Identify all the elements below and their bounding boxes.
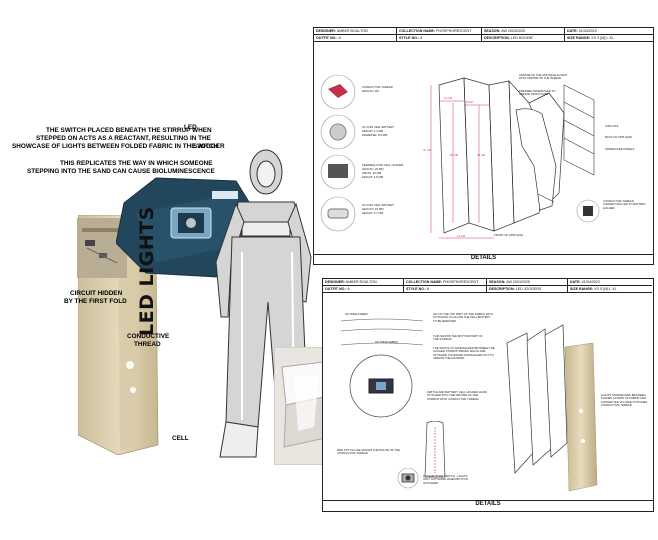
label-circuit-hidden: CIRCUIT HIDDEN xyxy=(70,290,123,297)
designer-label: DESIGNER: xyxy=(325,280,345,284)
dim-6: 11 CM xyxy=(457,234,466,238)
desc-label: DESCRIPTION: xyxy=(484,36,510,40)
back-applique-drawing xyxy=(563,84,595,176)
stirrup-foot-drawing xyxy=(424,421,446,478)
designer-value: AMBER BOULTON xyxy=(336,29,368,33)
desc-value: LED HOODIE xyxy=(510,36,533,40)
note-holder-w: WIDTH: 20 MM xyxy=(362,171,382,175)
sheet-header-row: DESIGNER: AMBER BOULTON COLLECTION NAME:… xyxy=(314,28,653,35)
collection-label: COLLECTION NAME: xyxy=(406,280,443,284)
season-value: AW 2024/2025 xyxy=(501,29,525,33)
date-label: DATE: xyxy=(567,29,578,33)
label-circuit-hidden-2: BY THE FIRST FOLD xyxy=(64,298,127,305)
designer-label: DESIGNER: xyxy=(316,29,336,33)
style-label: STYLE NO.: xyxy=(399,36,420,40)
outfit-value: 6 xyxy=(347,287,350,291)
note-push: PUSH BUTTON SWITCH - LIGHTS ONLY ACTIVAT… xyxy=(423,474,468,485)
note-battery2-l: LENGTH: 15 MM xyxy=(362,207,384,211)
label-switch: SWITCH xyxy=(193,143,219,150)
hoodie-sleeve-sketch xyxy=(515,108,557,211)
season-label: SEASON: xyxy=(489,280,506,284)
designer-value: AMBER BOULTON xyxy=(345,280,377,284)
label-cell: CELL xyxy=(172,435,189,442)
joggers-fabric-photo xyxy=(564,343,598,492)
dim-3: 8 CM xyxy=(466,100,473,104)
label-thread: THREAD xyxy=(134,341,161,348)
style-value: 6 xyxy=(427,287,430,291)
spec-sheet-joggers: DESIGNER: AMBER BOULTON COLLECTION NAME:… xyxy=(322,278,654,512)
note-holder-l: LENGTH: 25 MM xyxy=(362,167,384,171)
note-leds: LIGHTS SANDWICHED BETWEEN FOLDED LAYERS … xyxy=(601,393,648,407)
date-value: 01/04/2023 xyxy=(578,29,597,33)
label-led: LED xyxy=(184,124,197,131)
circuit-photo xyxy=(77,218,127,278)
note-battery2: 3V COIN CELL BATTERY xyxy=(362,203,395,207)
note-holder-h: HEIGHT: 4.5 MM xyxy=(362,175,384,179)
desc-label: DESCRIPTION: xyxy=(489,287,515,291)
note-conductive: CONDUCTIVE THREAD CONNECTING LED TO BATT… xyxy=(603,199,646,210)
size-value: XS S [M] L XL xyxy=(591,36,614,40)
collection-label: COLLECTION NAME: xyxy=(399,29,436,33)
joggers-fold-drawing xyxy=(506,324,568,474)
note-showing: THIS SHOWS THE BOTTOM PART OF THE STIRRU… xyxy=(433,334,483,342)
caption-line: SHOWCASE OF LIGHTS BETWEEN FOLDED FABRIC… xyxy=(12,143,225,150)
size-label: SIZE RANGE: xyxy=(570,287,594,291)
collection-value: PHOSPHORESCENT xyxy=(436,29,472,33)
stirrup-circle-drawing xyxy=(349,354,413,418)
component-illustrations xyxy=(320,74,356,232)
date-label: DATE: xyxy=(570,280,581,284)
spec-sheet-hoodie: DESIGNER: AMBER BOULTON COLLECTION NAME:… xyxy=(313,27,654,265)
note-outside: OUTSIDE FABRIC xyxy=(345,312,369,316)
outfit-label: OUTFIT NO.: xyxy=(325,287,347,291)
label-conductive: CONDUCTIVE xyxy=(127,333,170,340)
collection-value: PHOSPHORESCENT xyxy=(443,280,479,284)
note-battery-d: DIAMETER: 8.5 MM xyxy=(362,133,388,137)
details-title: DETAILS xyxy=(323,500,653,507)
desc-value: LED JOGGERS xyxy=(515,287,542,291)
note-circuits: CIRCUITS xyxy=(605,124,619,128)
size-label: SIZE RANGE: xyxy=(567,36,591,40)
connection-closeup xyxy=(576,199,600,223)
caption-line: STEPPED ON ACTS AS A REACTANT, RESULTING… xyxy=(36,135,211,142)
note-holder: SEWABLE COIN CELL HOLDER xyxy=(362,163,404,167)
season-label: SEASON: xyxy=(484,29,501,33)
note-sandwich: THE SWITCH IS SANDWICHED BETWEEN THE JOG… xyxy=(433,346,495,360)
dim-5: 30 CM xyxy=(477,153,486,157)
note-back: BACK OF APPLIQUE xyxy=(605,135,632,139)
note-red-line: RED STITCH LINE SHOWS THE ROUTE OF THE C… xyxy=(337,448,400,456)
style-label: STYLE NO.: xyxy=(406,287,427,291)
season-value: AW 2024/2025 xyxy=(506,280,530,284)
size-value: XS S [M] L XL xyxy=(594,287,617,291)
note-battery: 3V COIN CELL BATTERY xyxy=(362,125,395,129)
note-centre: CENTRE OF THE APPLIQUE ALIGNS WITH CENTR… xyxy=(519,73,567,81)
note-outside-2: OUTSIDE FABRIC xyxy=(375,340,399,344)
sheet-header-row-2: OUTFIT NO.: 6 STYLE NO.: 6 DESCRIPTION: … xyxy=(323,286,653,293)
note-pressed: PRESSED INTERFACED TO CREATE STRUCTURE xyxy=(519,89,556,97)
note-thread: CONDUCTIVE THREAD xyxy=(362,85,393,89)
sheet-header-row: DESIGNER: AMBER BOULTON COLLECTION NAME:… xyxy=(323,279,653,286)
dim-4: 52 CM xyxy=(450,153,459,157)
outfit-label: OUTFIT NO.: xyxy=(316,36,338,40)
style-value: 6 xyxy=(420,36,423,40)
note-slit: SLIT IN THE TOP PART OF THE FABRIC WITH … xyxy=(433,312,493,323)
note-battery-h: HEIGHT: 3.2 MM xyxy=(362,129,384,133)
note-switch: SWITCH AND BATTERY CELL HOLDER HAND STIT… xyxy=(427,390,487,401)
note-interfaced: INTERFACED PANELS xyxy=(605,147,635,151)
push-button-icon xyxy=(397,467,419,489)
date-value: 01/04/2023 xyxy=(581,280,600,284)
outfit-value: 6 xyxy=(338,36,341,40)
stirrup-layers-drawing xyxy=(340,318,424,346)
led-lights-title: LED LIGHTS xyxy=(136,206,158,336)
caption-line: STEPPING INTO THE SAND CAN CAUSE BIOLUMI… xyxy=(27,168,215,175)
dim-1: 44 CM xyxy=(423,148,432,152)
sheet-header-row-2: OUTFIT NO.: 6 STYLE NO.: 6 DESCRIPTION: … xyxy=(314,35,653,42)
caption-line: THE SWITCH PLACED BENEATH THE STIRRUP WH… xyxy=(46,127,212,134)
details-title: DETAILS xyxy=(314,254,653,261)
note-battery2-h: HEIGHT: 2.7 MM xyxy=(362,211,384,215)
note-front: FRONT OF APPLIQUE xyxy=(494,233,523,237)
caption-line: THIS REPLICATES THE WAY IN WHICH SOMEONE xyxy=(60,160,213,167)
dim-2: 11 CM xyxy=(444,96,453,100)
note-thread-length: LENGTH: 2M xyxy=(362,89,379,93)
